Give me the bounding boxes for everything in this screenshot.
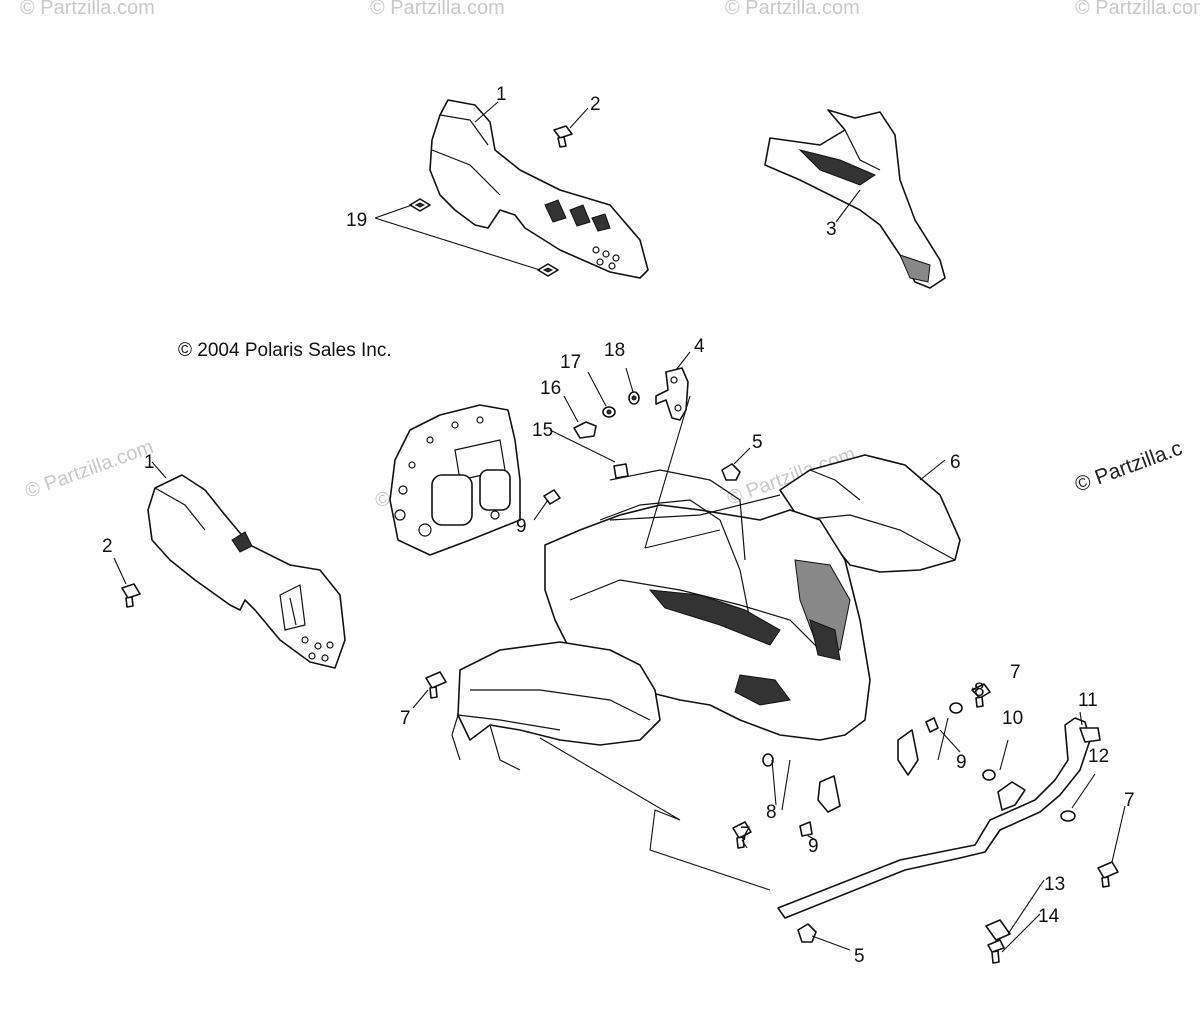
callout-3: 3 [826,219,837,240]
callout-1-left: 1 [144,452,155,473]
callouts: 1 2 3 19 18 17 16 4 15 5 6 9 1 2 7 8 10 … [102,84,1135,967]
side-panel-top [429,99,649,279]
watermark-2: © Partzilla.com [370,0,505,19]
watermark-4: © Partzilla.com [1075,0,1200,19]
callout-12: 12 [1088,746,1109,767]
callout-15: 15 [532,420,553,441]
callout-2-left: 2 [102,536,113,557]
callout-11: 11 [1078,690,1098,711]
callout-8-bottom: 8 [766,802,777,823]
hardware-right [425,671,1119,964]
side-panel-left [147,474,346,669]
callout-17: 17 [560,352,581,373]
brace-bar [777,717,1101,919]
nose-piece [764,109,946,289]
callout-18: 18 [604,340,625,361]
callout-7-far-right: 7 [1124,790,1135,811]
screw-left [121,583,141,608]
watermark-5: © Partzilla.com [22,436,156,503]
callout-10: 10 [1002,708,1023,729]
bulkhead-plate [389,404,521,556]
copyright-text: © 2004 Polaris Sales Inc. [178,340,392,361]
callout-9-left: 9 [516,516,527,537]
leader-lines [113,101,1126,953]
callout-2-top: 2 [590,94,601,115]
watermark-8: © Partzilla.c [1072,437,1185,497]
screw-top [553,125,573,148]
callout-8-right: 8 [974,680,985,701]
watermark-3: © Partzilla.com [725,0,860,19]
watermark-1: © Partzilla.com [20,0,155,19]
callout-5-top: 5 [752,432,763,453]
callout-1-top: 1 [496,84,507,105]
callout-16: 16 [540,378,561,399]
callout-13: 13 [1044,874,1065,895]
clips [409,198,559,277]
hardware-cluster [573,391,741,481]
callout-14: 14 [1038,906,1060,927]
callout-9-bottom: 9 [808,836,819,857]
callout-7-bottom: 7 [740,824,751,845]
callout-9-right: 9 [956,752,967,773]
callout-5-bottom: 5 [854,946,865,967]
callout-19: 19 [346,210,367,231]
front-fender [451,454,961,771]
callout-4: 4 [694,336,705,357]
callout-7-left: 7 [400,708,411,729]
bracket [655,367,689,421]
callout-7-right: 7 [1010,662,1021,683]
callout-6: 6 [950,452,961,473]
